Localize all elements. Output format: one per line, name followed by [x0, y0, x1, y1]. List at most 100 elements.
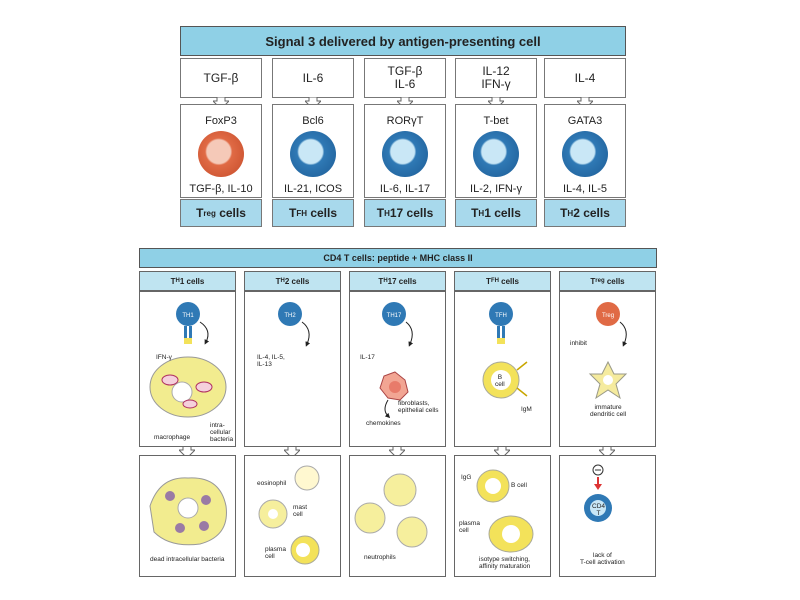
chemokines-label: chemokines [366, 420, 401, 427]
th2-result-panel: eosinophil mast cell plasma cell [244, 455, 341, 577]
ifn-gamma-label: IFN-γ [156, 354, 172, 361]
mast-cell-label: mast cell [293, 504, 307, 518]
cytokines: IL-21, ICOS [273, 183, 353, 195]
cytokines: IL-2, IFN-γ [456, 183, 536, 195]
transcription-factor: RORγT [365, 115, 445, 127]
t-letter: T [196, 206, 203, 220]
tcell-column-2: RORγT IL-6, IL-17 [364, 104, 446, 198]
header-rest: cells [499, 277, 519, 286]
t-letter: T [377, 206, 384, 220]
signal-text: TGF-β [204, 72, 239, 85]
tfh-plasma-label: plasma cell [459, 520, 480, 534]
dc-label: immature dendritic cell [590, 404, 626, 418]
transcription-factor: Bcl6 [273, 115, 353, 127]
svg-text:TH17: TH17 [387, 313, 402, 319]
header-sub: reg [595, 278, 604, 284]
tfh-bcell-label: B cell [495, 374, 505, 388]
isotype-label: isotype switching, affinity maturation [479, 556, 530, 570]
neutrophils-label: neutrophils [364, 554, 396, 561]
th17-result-panel: neutrophils [349, 455, 446, 577]
t-letter: T [289, 206, 296, 220]
lack-activation-label: lack of T-cell activation [580, 552, 625, 566]
tfh-result-panel: IgG B cell plasma cell isotype switching… [454, 455, 551, 577]
svg-text:TH2: TH2 [284, 313, 296, 319]
header-rest: 1 cells [180, 277, 204, 286]
t-suffix: cells [307, 206, 337, 220]
svg-text:Treg: Treg [602, 313, 614, 319]
fibroblast-label: fibroblasts, epithelial cells [398, 400, 438, 414]
signal-text: IFN-γ [481, 78, 510, 91]
transcription-factor: GATA3 [545, 115, 625, 127]
tcell-icon [290, 131, 336, 177]
t-letter: T [471, 206, 478, 220]
header-rest: cells [605, 277, 625, 286]
t-subscript: reg [203, 209, 215, 218]
tcell-column-3: T-betIL-2, IFN-γ [455, 104, 537, 198]
inhibit-label: inhibit [570, 340, 587, 347]
t-suffix: 17 cells [390, 206, 433, 220]
tcell-icon [198, 131, 244, 177]
th2-diagram: TH2 [245, 292, 342, 448]
cytokines: IL-4, IL-5 [545, 183, 625, 195]
th1-effector-panel: TH1 IFN-γ macrophage intra- cellular bac… [139, 291, 236, 447]
treg-effector-panel: Treg inhibit immature dendritic cell [559, 291, 656, 447]
cytokines: TGF-β, IL-10 [181, 183, 261, 195]
signal-box-1: IL-6 [272, 58, 354, 98]
t-suffix: cells [216, 206, 246, 220]
tfh-diagram: TFH [455, 292, 552, 448]
t-subscript: FH [296, 209, 307, 218]
il17-label: IL-17 [360, 354, 375, 361]
signal-text: IL-6 [395, 78, 416, 91]
signal-box-0: TGF-β [180, 58, 262, 98]
tcell-icon [382, 131, 428, 177]
th2-effector-panel: TH2 IL-4, IL-5, IL-13 [244, 291, 341, 447]
signal-text: IL-4 [575, 72, 596, 85]
th2-plasma-label: plasma cell [265, 546, 286, 560]
signal-box-4: IL-4 [544, 58, 626, 98]
tcell-column-1: Bcl6IL-21, ICOS [272, 104, 354, 198]
th1-cell-label: TH1 [182, 313, 194, 319]
header-rest: 17 cells [388, 277, 417, 286]
treg-result-panel: CD4 T lack of T-cell activation [559, 455, 656, 577]
transcription-factor: T-bet [456, 115, 536, 127]
eosinophil-label: eosinophil [257, 480, 286, 487]
tcell-icon [562, 131, 608, 177]
signal-text: IL-6 [303, 72, 324, 85]
igm-label: IgM [521, 406, 532, 413]
svg-text:TFH: TFH [495, 313, 507, 319]
th17-effector-panel: TH17 IL-17 fibroblasts, epithelial cells… [349, 291, 446, 447]
bacteria-label: intra- cellular bacteria [210, 422, 233, 443]
macrophage-label: macrophage [154, 434, 190, 441]
t-suffix: 1 cells [484, 206, 521, 220]
transcription-factor: FoxP3 [181, 115, 261, 127]
cytokines: IL-6, IL-17 [365, 183, 445, 195]
cd4-title: CD4 T cells: peptide + MHC class II [139, 248, 657, 268]
signal3-title: Signal 3 delivered by antigen-presenting… [180, 26, 626, 56]
t-letter: T [560, 206, 567, 220]
tcell-icon [473, 131, 519, 177]
th2-cytokines: IL-4, IL-5, IL-13 [257, 354, 285, 368]
header-sub: FH [491, 278, 499, 284]
th1-result-panel: dead intracellular bacteria [139, 455, 236, 577]
tfh-effector-panel: TFH B cell IgM [454, 291, 551, 447]
dead-bacteria-label: dead intracellular bacteria [150, 556, 224, 563]
t-suffix: 2 cells [573, 206, 610, 220]
igg-label: IgG [461, 474, 471, 481]
cd4-t-label: CD4 T [592, 503, 605, 517]
tfh-bcell2-label: B cell [511, 482, 527, 489]
treg-diagram: Treg [560, 292, 657, 448]
